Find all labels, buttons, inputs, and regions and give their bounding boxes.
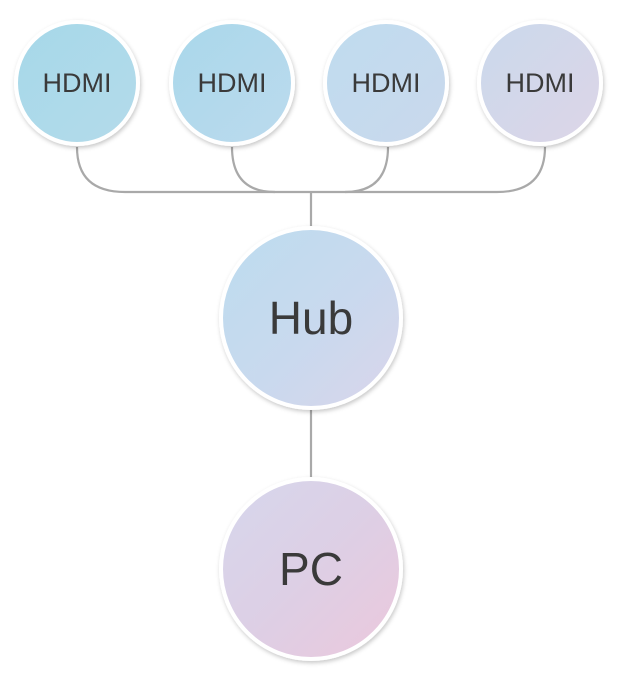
hdmi-node-3-label: HDMI (352, 68, 421, 98)
connector-hdmi-4-to-bus (310, 146, 547, 194)
hdmi-node-3: HDMI (323, 20, 449, 146)
hdmi-node-1: HDMI (14, 20, 140, 146)
hdmi-node-4: HDMI (477, 20, 603, 146)
connector-hdmi-2-to-bus (230, 146, 276, 194)
hdmi-node-4-label: HDMI (506, 68, 575, 98)
connector-hdmi-3-to-bus (344, 146, 390, 194)
hub-node: Hub (219, 226, 403, 410)
hdmi-node-1-label: HDMI (43, 68, 112, 98)
pc-node: PC (219, 477, 403, 661)
connector-hdmi-1-to-bus (75, 146, 310, 194)
hdmi-node-2-label: HDMI (198, 68, 267, 98)
pc-node-label: PC (279, 543, 343, 595)
hdmi-node-2: HDMI (169, 20, 295, 146)
hub-node-label: Hub (269, 292, 353, 344)
